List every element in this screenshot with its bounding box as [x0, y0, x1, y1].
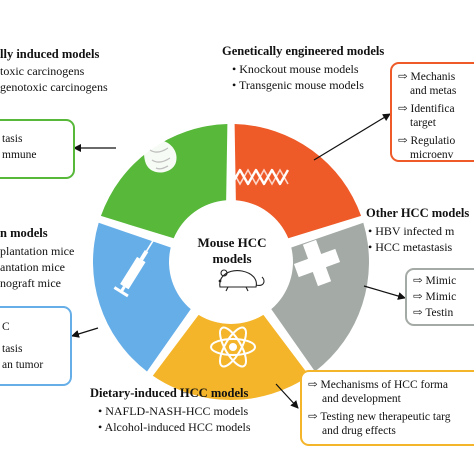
chemical-box-line: mmune: [2, 149, 37, 161]
chemical-box-line: tasis: [2, 133, 23, 145]
dietary-item: • Alcohol-induced HCC models: [98, 420, 251, 434]
chemical-item: genotoxic carcinogens: [0, 80, 108, 94]
dietary-box-line: and drug effects: [322, 425, 396, 437]
liver-icon: [144, 140, 177, 173]
segment-chemical: [100, 124, 228, 239]
transplant-box-line: C: [2, 321, 10, 333]
segment-transplant: [92, 222, 191, 372]
arrow-transplant: [71, 327, 99, 338]
segment-genetic: [234, 124, 362, 239]
transplant-outcome-box: C tasis an tumor: [0, 306, 72, 386]
genetic-outcome-box: ⇨ Mechanis and metas ⇨ Identifica target…: [390, 62, 474, 162]
genetic-box-line: target: [410, 117, 436, 129]
dietary-box-line: ⇨ Testing new therapeutic targ: [308, 411, 451, 423]
other-item: • HBV infected m: [368, 224, 455, 238]
segment-other: [271, 222, 369, 372]
other-title: Other HCC models: [366, 206, 470, 220]
dietary-box-line: ⇨ Mechanisms of HCC forma: [308, 379, 448, 391]
other-box-line: ⇨ Mimic: [413, 275, 457, 287]
transplant-box-line: tasis: [2, 343, 23, 355]
dietary-item: • NAFLD-NASH-HCC models: [98, 404, 249, 418]
chemical-item: toxic carcinogens: [0, 64, 85, 78]
other-box-line: ⇨ Testin: [413, 307, 454, 319]
genetic-title: Genetically engineered models: [222, 44, 385, 58]
chemical-outcome-box: tasis mmune: [0, 119, 75, 179]
mouse-icon: [218, 269, 265, 292]
other-box-line: ⇨ Mimic: [413, 291, 457, 303]
transplant-item: antation mice: [0, 260, 65, 274]
dna-icon: [230, 168, 290, 186]
genetic-box-line: microenv: [410, 149, 454, 161]
transplant-item: nograft mice: [0, 276, 61, 290]
transplant-title: n models: [0, 226, 48, 240]
atom-icon: [210, 326, 256, 368]
genetic-box-line: ⇨ Regulatio: [398, 135, 456, 147]
arrow-other: [363, 285, 406, 300]
transplant-item: plantation mice: [0, 244, 75, 258]
genetic-box-line: and metas: [410, 85, 457, 97]
center-title-line1: Mouse HCC: [197, 235, 267, 250]
genetic-item: • Knockout mouse models: [232, 62, 359, 76]
dietary-box-line: and development: [322, 393, 401, 405]
chemical-title: lly induced models: [0, 47, 100, 61]
transplant-box-line: an tumor: [2, 359, 44, 371]
genetic-item: • Transgenic mouse models: [232, 78, 364, 92]
dietary-outcome-box: ⇨ Mechanisms of HCC forma and developmen…: [300, 370, 474, 446]
arrow-genetic: [313, 113, 391, 161]
other-outcome-box: ⇨ Mimic ⇨ Mimic ⇨ Testin: [405, 268, 474, 326]
center-circle: [171, 202, 291, 322]
dietary-title: Dietary-induced HCC models: [90, 386, 249, 400]
other-item: • HCC metastasis: [368, 240, 453, 254]
syringe-icon: [113, 238, 155, 298]
center-title-line2: models: [212, 251, 252, 266]
genetic-box-line: ⇨ Mechanis: [398, 71, 456, 83]
cross-icon: [293, 239, 341, 287]
genetic-box-line: ⇨ Identifica: [398, 103, 455, 115]
arrow-dietary: [275, 383, 299, 409]
